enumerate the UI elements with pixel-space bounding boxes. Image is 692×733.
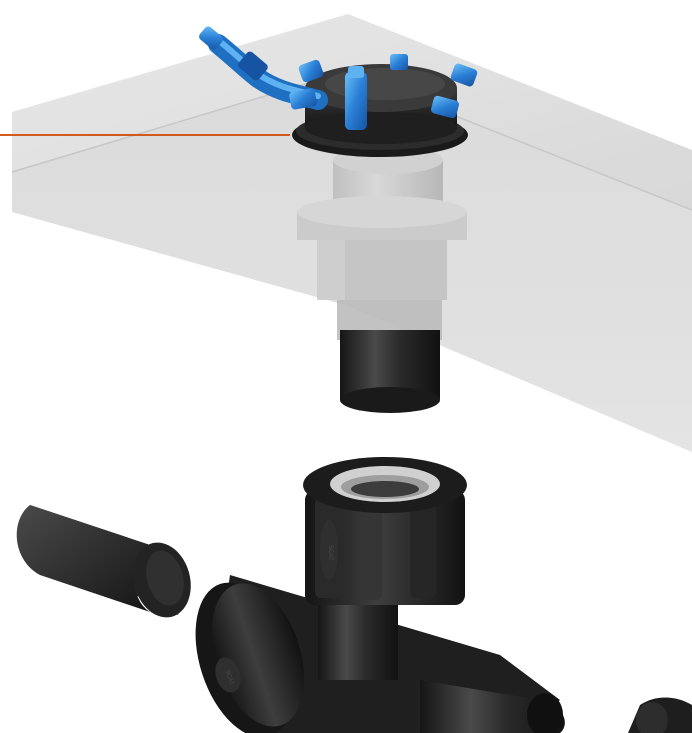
blue-connector-left-lower [289,88,317,110]
tee-top-nut-bore [351,481,419,497]
cap-top-sheen [325,68,445,100]
end-cap-face-sheen [146,550,184,606]
blue-hose-collar [238,51,268,81]
outlet-pipe [340,330,440,413]
blue-connector-left [298,59,324,83]
tee-fitting: SCAT SCAT [195,457,565,733]
partial-fitting-right [628,697,692,733]
blue-connector-center-top [348,66,364,78]
panel-top-face [12,14,692,210]
ghost-flange-top [297,196,467,228]
outlet-pipe-end [340,387,440,413]
blue-connector-back [390,54,408,70]
tee-left-nut-stamp [215,657,241,693]
tee-top-nut: SCAT [303,457,467,605]
tee-left-nut-stamp-text: SCAT [224,669,235,686]
blue-connector-center [345,72,367,130]
cap-bottom [305,112,457,144]
blue-connector-right-lower [431,95,459,119]
tee-top-nut-stamp [320,520,338,580]
end-cap-side [16,505,150,612]
tee-left-nut: SCAT [195,582,305,733]
tee-right-pipe-end [527,693,563,733]
tee-top-nut-stamp-text: SCAT [327,545,333,561]
blue-hose-tip [199,26,223,50]
blue-connectors [199,26,478,130]
ghost-nut-face-left [317,240,345,300]
tee-top-nut-rib-2 [360,500,382,600]
blue-connector-right-top [450,63,478,87]
tee-top-nut-rib-3 [410,498,436,598]
partial-fitting-rim [636,702,668,733]
end-cap [16,505,191,618]
